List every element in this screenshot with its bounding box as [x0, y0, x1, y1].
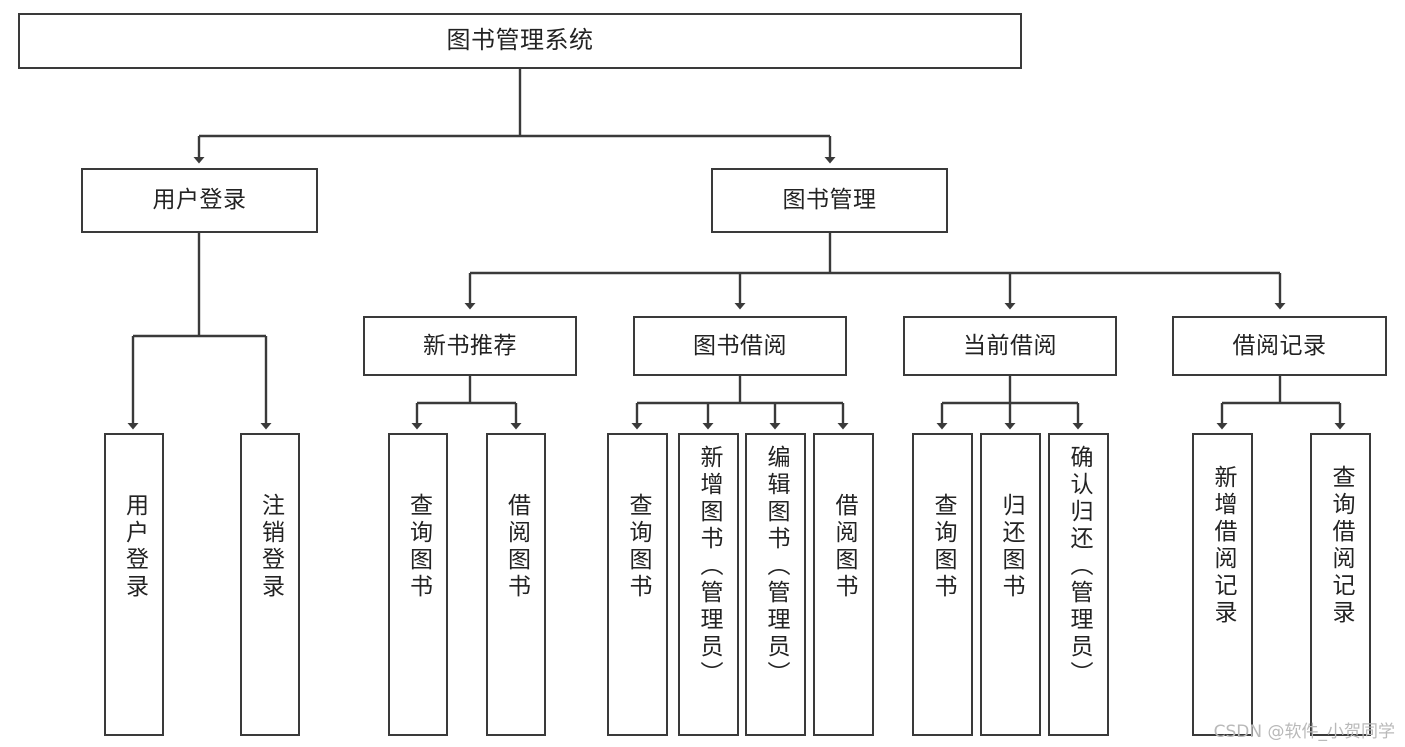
node-leaf-borrow-book-2-label: 借阅图书 [831, 493, 857, 601]
node-leaf-query-record-label: 查询借阅记录 [1328, 465, 1354, 627]
node-leaf-logout-login-label: 注销登录 [257, 493, 284, 601]
node-book-manage[interactable]: 图书管理 [711, 168, 948, 233]
node-leaf-borrow-book-1[interactable]: 借阅图书 [486, 433, 546, 736]
node-leaf-query-book-1-label: 查询图书 [405, 493, 432, 601]
node-leaf-add-record-label: 新增借阅记录 [1210, 465, 1236, 627]
node-leaf-query-book-2-label: 查询图书 [625, 493, 651, 601]
node-leaf-confirm-return-label: 确认归还（管理员） [1066, 445, 1092, 688]
node-borrow-record-label: 借阅记录 [1232, 332, 1327, 359]
node-user-login-label: 用户登录 [152, 187, 247, 214]
node-user-login[interactable]: 用户登录 [81, 168, 318, 233]
node-leaf-logout-login[interactable]: 注销登录 [240, 433, 300, 736]
node-leaf-query-record[interactable]: 查询借阅记录 [1310, 433, 1371, 736]
node-leaf-query-book-1[interactable]: 查询图书 [388, 433, 448, 736]
node-new-book-recommend[interactable]: 新书推荐 [363, 316, 577, 376]
node-leaf-add-book-label: 新增图书（管理员） [696, 445, 722, 688]
node-new-book-recommend-label: 新书推荐 [423, 332, 517, 359]
csdn-watermark: CSDN @软件_小贺同学 [1213, 722, 1395, 742]
node-leaf-return-book[interactable]: 归还图书 [980, 433, 1041, 736]
node-root-label: 图书管理系统 [446, 26, 594, 55]
node-leaf-return-book-label: 归还图书 [998, 493, 1024, 601]
node-current-borrow[interactable]: 当前借阅 [903, 316, 1117, 376]
node-leaf-add-book[interactable]: 新增图书（管理员） [678, 433, 739, 736]
node-current-borrow-label: 当前借阅 [963, 332, 1057, 359]
node-leaf-query-book-2[interactable]: 查询图书 [607, 433, 668, 736]
node-root[interactable]: 图书管理系统 [18, 13, 1022, 69]
node-leaf-add-record[interactable]: 新增借阅记录 [1192, 433, 1253, 736]
node-book-borrow[interactable]: 图书借阅 [633, 316, 847, 376]
node-book-borrow-label: 图书借阅 [693, 332, 787, 359]
node-leaf-user-login[interactable]: 用户登录 [104, 433, 164, 736]
node-leaf-user-login-label: 用户登录 [121, 493, 148, 601]
node-book-manage-label: 图书管理 [782, 187, 877, 214]
node-leaf-borrow-book-2[interactable]: 借阅图书 [813, 433, 874, 736]
node-leaf-borrow-book-1-label: 借阅图书 [503, 493, 530, 601]
node-leaf-query-book-3-label: 查询图书 [930, 493, 956, 601]
node-leaf-edit-book-label: 编辑图书（管理员） [763, 445, 789, 688]
node-leaf-confirm-return[interactable]: 确认归还（管理员） [1048, 433, 1109, 736]
node-borrow-record[interactable]: 借阅记录 [1172, 316, 1387, 376]
node-leaf-edit-book[interactable]: 编辑图书（管理员） [745, 433, 806, 736]
node-leaf-query-book-3[interactable]: 查询图书 [912, 433, 973, 736]
